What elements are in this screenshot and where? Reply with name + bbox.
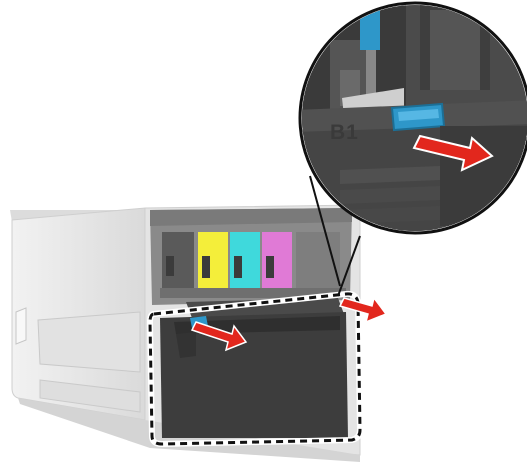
toner-cartridges <box>160 232 346 298</box>
latch-tab-icon <box>392 104 444 130</box>
callout-label: B1 <box>330 121 359 144</box>
waste-toner-container <box>160 298 348 438</box>
cartridge-cyan <box>230 232 260 292</box>
cartridge-black <box>162 232 194 292</box>
cartridge-yellow <box>198 232 228 292</box>
magnifier-callout-icon: B1 <box>290 0 527 240</box>
cartridge-magenta <box>262 232 292 292</box>
